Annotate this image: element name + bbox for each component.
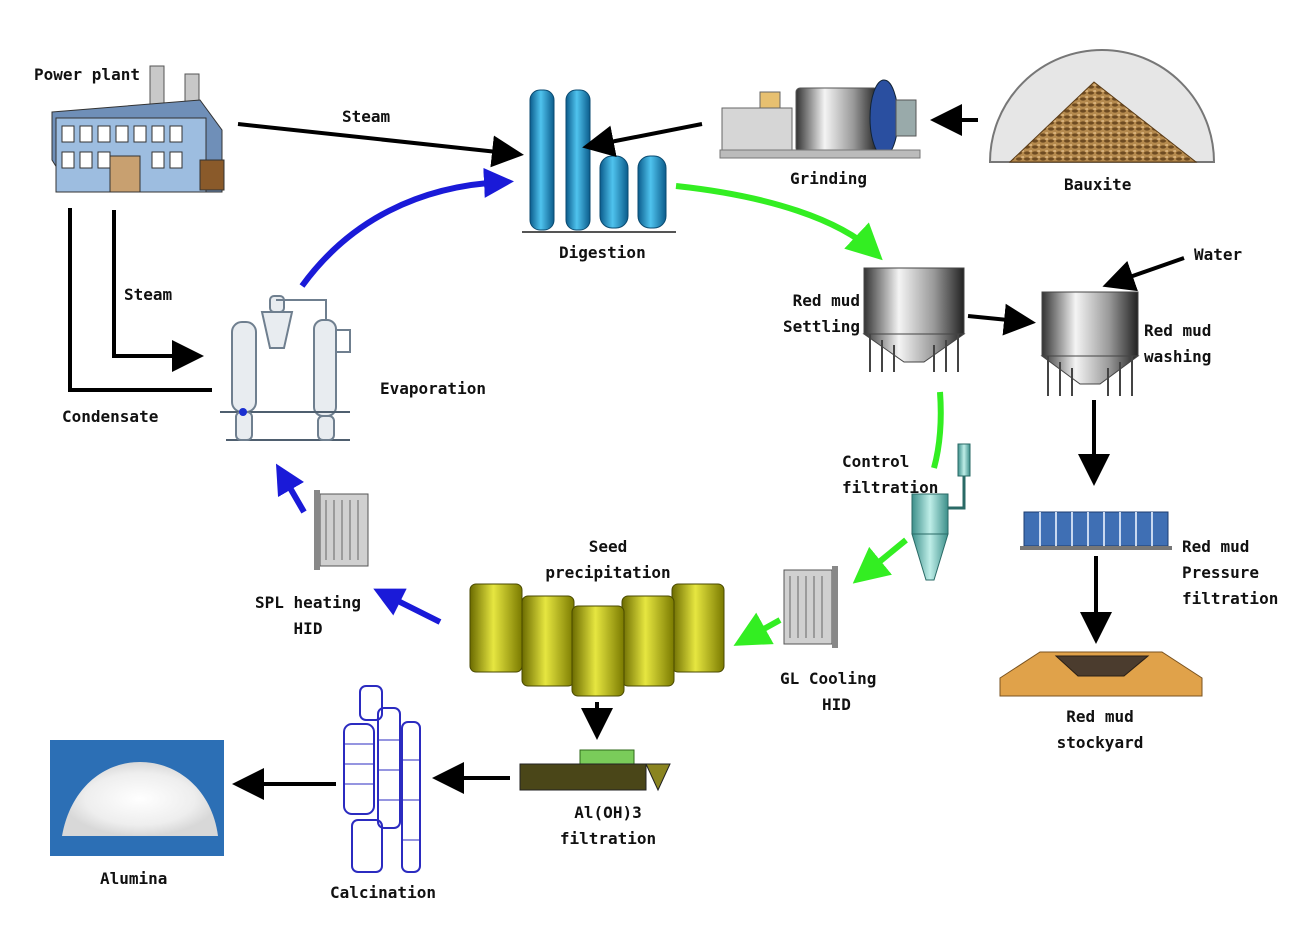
arrow-gl-cooling-to-precipitation <box>733 612 782 646</box>
control-filtration-icon <box>911 443 971 581</box>
label-bauxite: Bauxite <box>1064 175 1132 194</box>
green-flow-arrows <box>675 183 944 646</box>
alumina-powder-icon <box>50 740 224 856</box>
arrow-grinding-to-digestion <box>582 122 703 158</box>
arrow-digestion-to-settling <box>675 183 883 261</box>
gl-cooling-heat-exchanger-icon <box>783 566 838 648</box>
blue-flow-arrows <box>275 167 514 625</box>
label-condensate: Condensate <box>62 407 159 426</box>
digestion-tanks-icon <box>522 89 676 233</box>
arrow-spl-heating-to-evaporation <box>275 463 307 514</box>
red-mud-stockyard-icon <box>999 651 1203 697</box>
grinding-mill-icon <box>719 79 921 159</box>
bauxite-stockpile-icon <box>988 49 1216 163</box>
label-power-plant: Power plant <box>34 65 140 84</box>
arrow-steam-to-evaporation <box>112 210 204 372</box>
red-mud-washing-tank-icon <box>1040 291 1140 396</box>
seed-precipitation-tanks-icon <box>469 583 725 697</box>
label-water: Water <box>1194 245 1243 264</box>
label-alumina: Alumina <box>100 869 168 888</box>
label-digestion: Digestion <box>559 243 646 262</box>
arrow-control-filtration-to-gl-cooling <box>852 537 908 584</box>
label-grinding: Grinding <box>790 169 868 188</box>
green-settling-to-control-filtration <box>931 391 944 469</box>
label-calcination: Calcination <box>330 883 436 902</box>
power-plant-icon <box>51 65 225 193</box>
spl-heat-exchanger-icon <box>314 490 369 570</box>
arrow-steam-to-digestion <box>237 122 524 168</box>
condensate-line <box>68 208 212 392</box>
label-steam-left: Steam <box>124 285 173 304</box>
arrow-water-to-washing <box>1102 256 1185 292</box>
arrow-precipitation-to-spl-heating <box>373 588 442 625</box>
aloh3-filter-icon <box>519 749 671 792</box>
evaporation-unit-icon <box>220 295 351 441</box>
pressure-filter-icon <box>1020 511 1172 550</box>
calcination-tower-icon <box>343 685 421 873</box>
label-evaporation: Evaporation <box>380 379 486 398</box>
red-mud-settling-tank-icon <box>862 267 966 372</box>
arrow-evaporation-to-digestion <box>299 167 514 288</box>
label-steam-top: Steam <box>342 107 391 126</box>
arrow-settling-to-washing <box>967 303 1036 336</box>
black-flow-arrows <box>68 104 1185 800</box>
